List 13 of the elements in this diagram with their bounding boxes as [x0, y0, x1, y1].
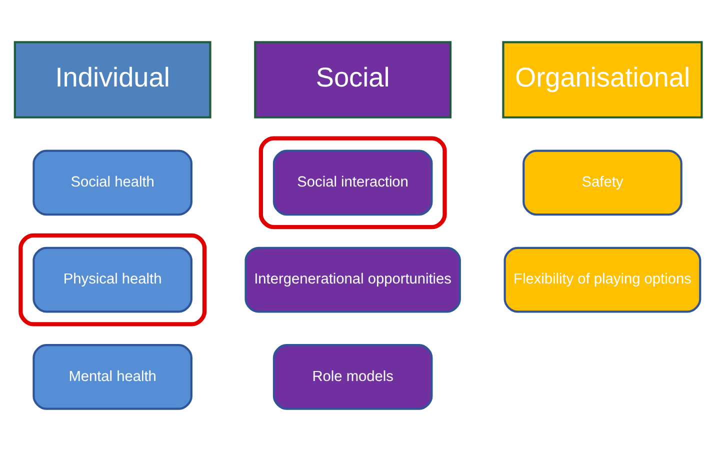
node-box: Organisational — [502, 41, 703, 118]
node-box: Social — [254, 41, 452, 118]
node-box: Intergenerational opportunities — [244, 246, 461, 313]
cluster — [18, 233, 207, 326]
node-box: Individual — [14, 41, 212, 118]
node-box: Physical health — [32, 246, 192, 313]
node-box: Social interaction — [272, 150, 433, 216]
node-box: Social health — [32, 150, 192, 216]
node-box: Flexibility of playing options — [504, 246, 702, 313]
cluster — [258, 136, 447, 230]
node-box: Role models — [272, 344, 433, 410]
node-box: Safety — [522, 150, 682, 216]
node-box: Mental health — [32, 344, 192, 410]
